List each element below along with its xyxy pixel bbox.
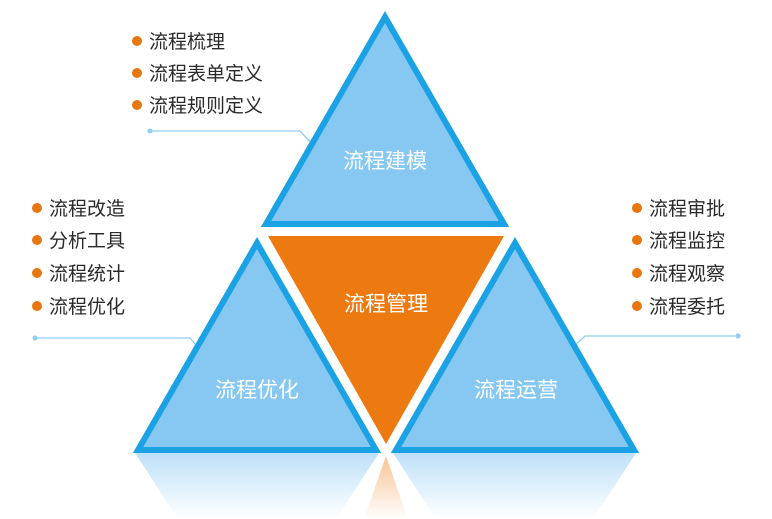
leader-line-right [573, 335, 738, 347]
center-triangle-label: 流程管理 [344, 292, 428, 316]
list-item: 流程观察 [649, 263, 725, 285]
left-triangle-label: 流程优化 [215, 378, 299, 402]
leader-dot-left [32, 335, 38, 341]
triangle-center [268, 236, 504, 444]
list-item: 流程表单定义 [149, 63, 263, 85]
leader-line-left [35, 337, 200, 350]
bullet [132, 68, 142, 78]
reflection-center [364, 456, 408, 519]
triangle-left [132, 236, 382, 453]
list-item: 分析工具 [49, 230, 125, 252]
list-item: 流程审批 [649, 198, 725, 220]
list-item: 流程统计 [49, 263, 125, 285]
bullet [32, 235, 42, 245]
top-triangle-label: 流程建模 [343, 149, 427, 173]
bullet [632, 301, 642, 311]
list-item: 流程梳理 [149, 31, 225, 53]
list-item: 流程委托 [649, 296, 725, 318]
triangle-top [260, 10, 510, 227]
list-item: 流程监控 [649, 230, 725, 252]
bullet [632, 235, 642, 245]
triangle-right [390, 236, 640, 453]
left-item-list: 流程改造 分析工具 流程统计 流程优化 [32, 198, 125, 318]
bullet [32, 203, 42, 213]
right-triangle-label: 流程运营 [474, 378, 558, 402]
bullet [32, 301, 42, 311]
list-item: 流程改造 [49, 198, 125, 220]
leader-dot-top [147, 128, 153, 134]
right-item-list: 流程审批 流程监控 流程观察 流程委托 [632, 198, 725, 318]
leader-line-top [150, 130, 312, 144]
bullet [632, 268, 642, 278]
top-item-list: 流程梳理 流程表单定义 流程规则定义 [132, 31, 263, 117]
leader-dot-right [735, 333, 741, 339]
list-item: 流程优化 [49, 296, 125, 318]
list-item: 流程规则定义 [149, 95, 263, 117]
reflection-right [393, 453, 636, 519]
bullet [132, 36, 142, 46]
reflection-left [135, 453, 379, 519]
bullet [32, 268, 42, 278]
pyramid-reflection [135, 453, 636, 519]
bullet [132, 100, 142, 110]
bullet [632, 203, 642, 213]
